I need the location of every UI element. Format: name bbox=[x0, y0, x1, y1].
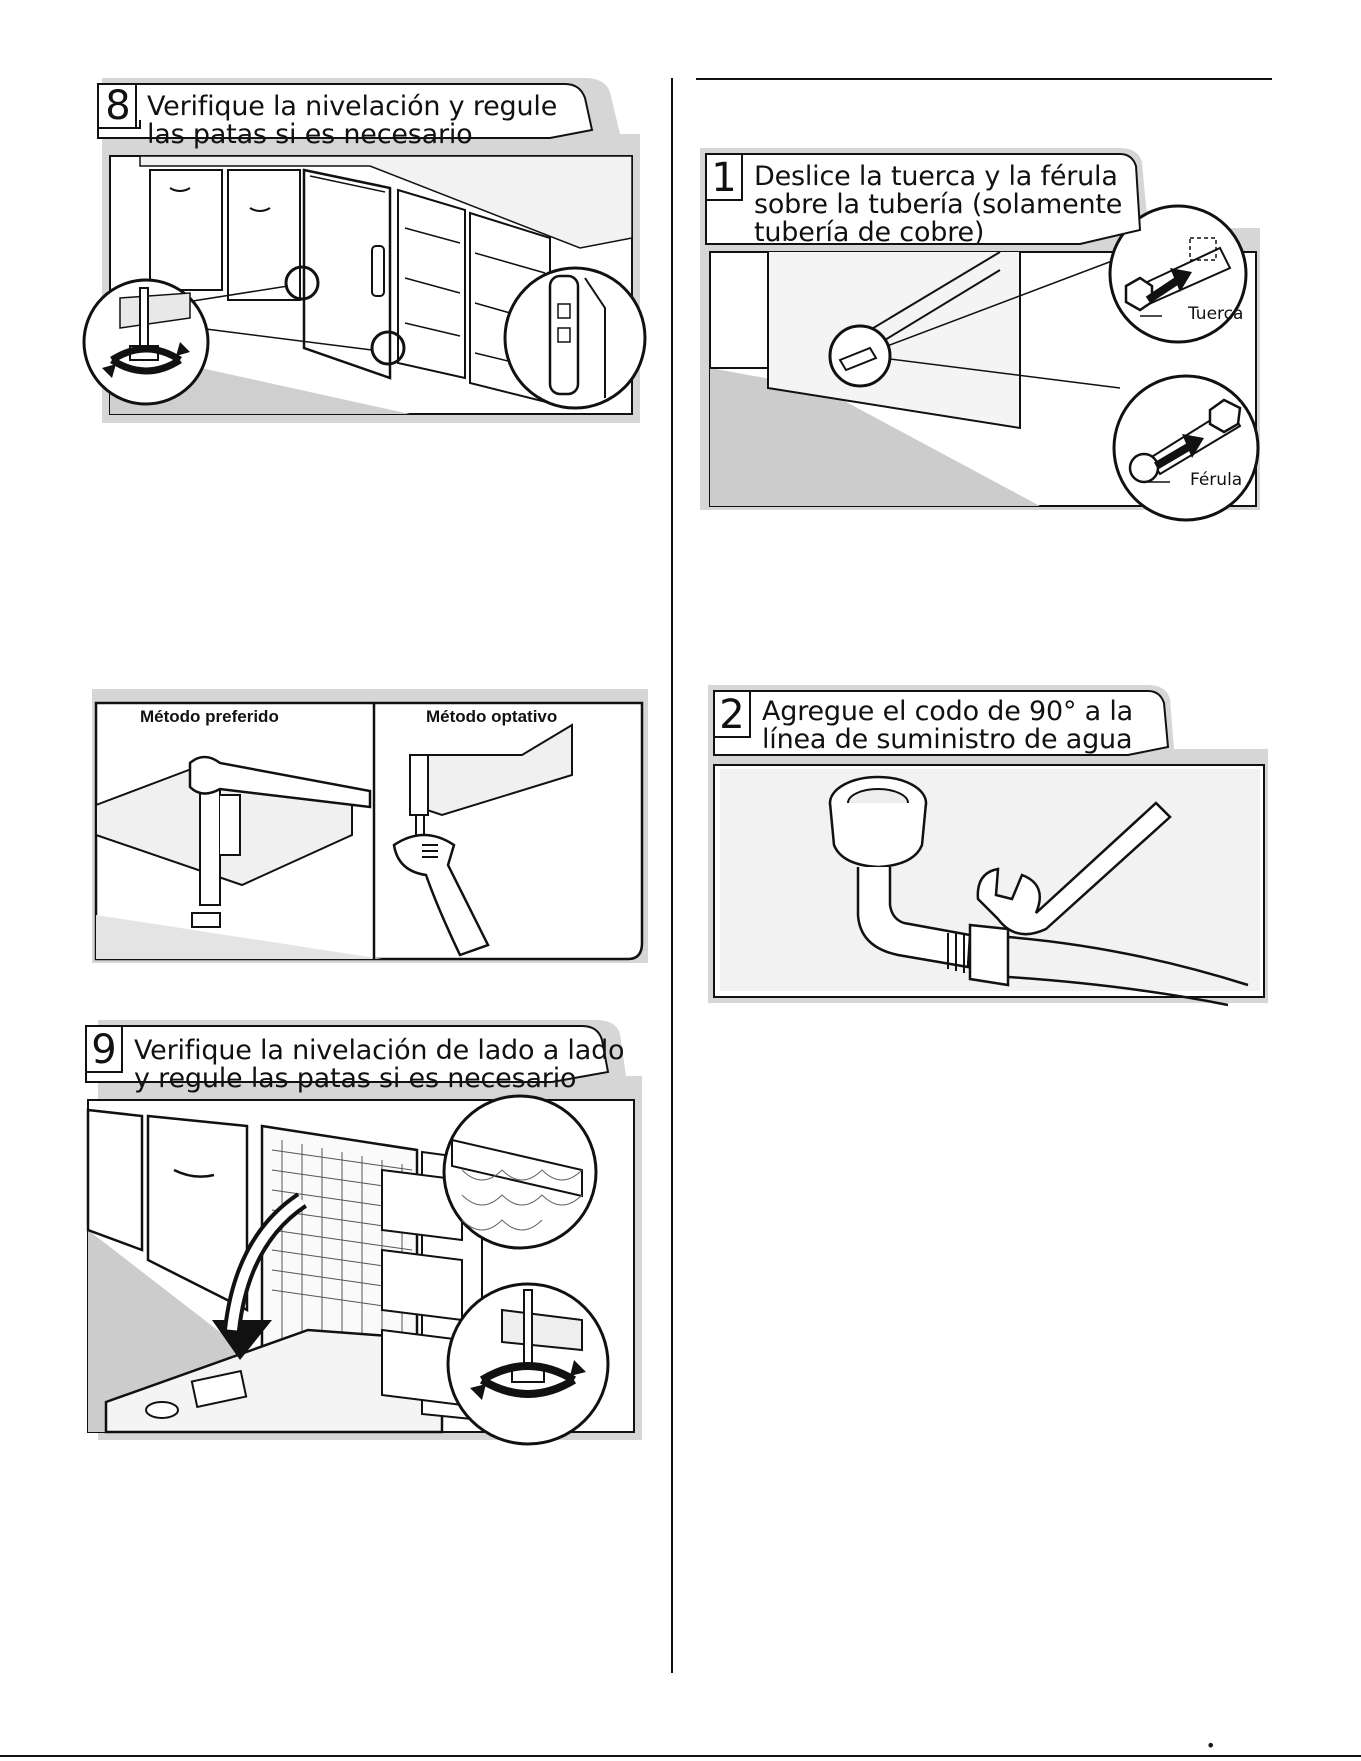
step-8-panel: 8 Verifique la nivelación y regule las p… bbox=[80, 78, 660, 423]
arrow-down-icon bbox=[212, 1192, 308, 1360]
methods-panel: Método preferido Método optativo bbox=[82, 685, 648, 963]
step-8-illustration bbox=[82, 78, 647, 423]
arrow-right-icon bbox=[1153, 434, 1204, 470]
arrow-right-icon bbox=[1145, 268, 1192, 304]
step-9-number: 9 bbox=[91, 1027, 117, 1073]
step-8-title-line2: las patas si es necesario bbox=[147, 119, 473, 150]
nut-callout: Tuerca bbox=[1188, 304, 1244, 324]
step-1-title-line1: Deslice la tuerca y la férula bbox=[754, 161, 1118, 192]
bottom-rule bbox=[0, 1755, 1361, 1757]
top-rule bbox=[696, 78, 1272, 80]
step-2-title-line2: línea de suministro de agua bbox=[762, 724, 1133, 755]
footer-mark: • bbox=[1206, 1736, 1216, 1755]
preferred-method-label: Método preferido bbox=[140, 707, 279, 726]
step-1-illustration bbox=[700, 148, 1260, 522]
step-2-panel: 2 Agregue el codo de 90° a la línea de s… bbox=[708, 685, 1278, 1013]
step-9-title-line1: Verifique la nivelación de lado a lado bbox=[134, 1035, 625, 1066]
column-divider bbox=[671, 78, 673, 1673]
ferrule-callout: Férula bbox=[1190, 470, 1243, 490]
step-2-illustration bbox=[708, 685, 1268, 1007]
step-1-title-line3: tubería de cobre) bbox=[754, 217, 985, 248]
step-9-illustration bbox=[85, 1020, 642, 1446]
step-9-panel: 9 Verifique la nivelación de lado a lado… bbox=[82, 1020, 662, 1452]
step-8-number: 8 bbox=[105, 83, 131, 129]
step-1-title-line2: sobre la tubería (solamente bbox=[754, 189, 1123, 220]
step-2-number: 2 bbox=[719, 692, 745, 738]
optional-method-label: Método optativo bbox=[426, 707, 558, 726]
step-2-title-line1: Agregue el codo de 90° a la bbox=[762, 696, 1134, 727]
step-1-number: 1 bbox=[711, 155, 737, 201]
methods-illustration bbox=[92, 689, 648, 963]
wrench-icon bbox=[188, 755, 372, 809]
wrench-icon bbox=[976, 801, 1172, 936]
step-9-title-line2: y regule las patas si es necesario bbox=[134, 1063, 577, 1094]
step-1-panel: 1 Deslice la tuerca y la férula sobre la… bbox=[700, 148, 1270, 533]
rotate-arrows-icon bbox=[470, 1360, 586, 1400]
rotate-arrows-icon bbox=[102, 342, 190, 378]
step-8-title-line1: Verifique la nivelación y regule bbox=[147, 91, 558, 122]
